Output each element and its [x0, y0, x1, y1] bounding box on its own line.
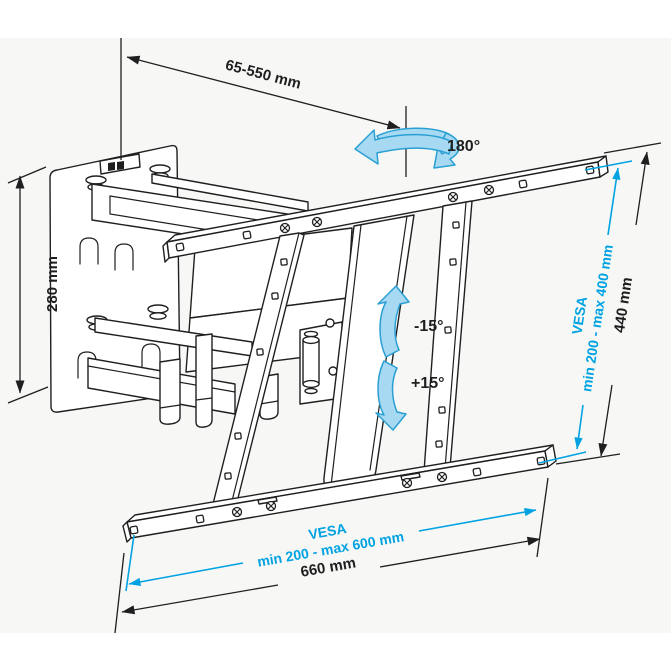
tilt-down-label: +15° — [411, 375, 445, 392]
level-indicator-marks — [108, 161, 124, 171]
dimension-wall-plate-height — [7, 166, 49, 404]
rail-screws — [231, 471, 448, 518]
tilt-up-label: -15° — [414, 318, 444, 335]
dimension-bracket-height — [555, 142, 662, 465]
pivot-column — [299, 318, 343, 405]
wall-plate-height-label: 280 mm — [44, 256, 61, 312]
arm-leg — [159, 358, 181, 425]
rail-slot — [257, 496, 278, 505]
dimension-vesa-horizontal — [125, 451, 587, 592]
rail-screws — [279, 184, 495, 234]
top-rail — [162, 155, 609, 263]
vesa-horizontal-title: VESA — [307, 520, 347, 542]
tilt-down-arrow — [375, 360, 407, 431]
tilt-up-arrow — [377, 285, 410, 358]
bottom-rail — [122, 444, 557, 543]
swivel-rotation-arrow — [354, 127, 460, 169]
left-vesa-rail — [211, 232, 305, 509]
hook-cutout — [141, 343, 161, 371]
screw — [325, 318, 335, 328]
arm-post — [195, 333, 213, 428]
swivel-label: 180° — [447, 138, 480, 155]
dimension-vesa-vertical — [574, 160, 633, 450]
hook-cutout — [77, 351, 97, 379]
lower-arm — [87, 317, 279, 428]
dimension-bracket-width — [114, 477, 549, 634]
hook-cutout — [114, 243, 134, 271]
wall-mount-structure — [49, 144, 609, 543]
vesa-vertical-title: VESA — [568, 295, 589, 335]
hook-cutout — [79, 237, 99, 265]
